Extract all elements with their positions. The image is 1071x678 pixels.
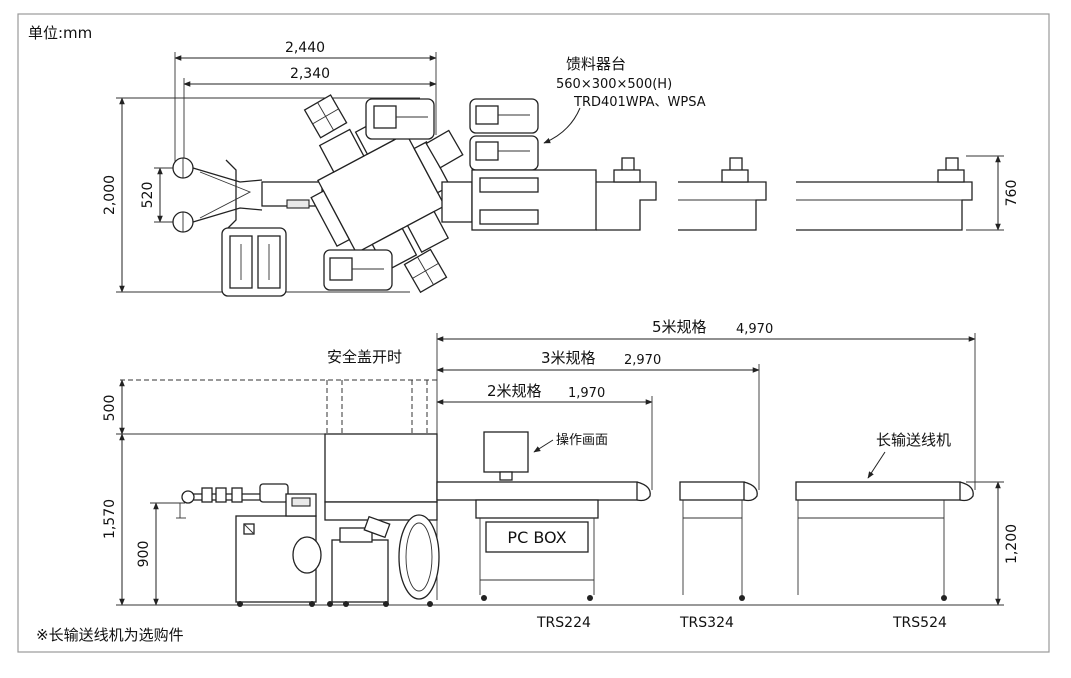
- feeder-stand-size: 560×300×500(H): [556, 77, 672, 92]
- spec-2m-label: 2米规格: [487, 382, 542, 400]
- unit-label: 单位:mm: [28, 24, 92, 42]
- feeder-stand-models: TRD401WPA、WPSA: [573, 95, 706, 110]
- dim-900-label: 900: [136, 541, 152, 568]
- cover-open-label: 安全盖开时: [327, 348, 402, 366]
- dim-2440-label: 2,440: [285, 40, 325, 56]
- side-view: [116, 333, 1004, 607]
- operation-screen-label: 操作画面: [556, 432, 608, 448]
- dim-520-label: 520: [140, 182, 156, 209]
- spec-3m-label: 3米规格: [541, 349, 596, 367]
- spec-3m-value: 2,970: [624, 353, 661, 368]
- model-trs224: TRS224: [536, 615, 591, 631]
- feeder-stand-title: 馈料器台: [566, 55, 626, 73]
- dim-500-label: 500: [102, 395, 118, 422]
- model-trs324: TRS324: [679, 615, 734, 631]
- spec-5m-value: 4,970: [736, 322, 773, 337]
- footnote: ※长输送线机为选购件: [36, 626, 184, 644]
- spec-2m-value: 1,970: [568, 386, 605, 401]
- spec-5m-label: 5米规格: [652, 318, 707, 336]
- dim-1200-label: 1,200: [1004, 524, 1020, 564]
- dim-760-label: 760: [1004, 180, 1020, 207]
- dim-1570-label: 1,570: [102, 499, 118, 539]
- pc-box-label: PC BOX: [507, 528, 566, 547]
- dim-2340-label: 2,340: [290, 66, 330, 82]
- dim-2000-label: 2,000: [102, 175, 118, 215]
- model-trs524: TRS524: [892, 615, 947, 631]
- top-view: [116, 52, 1004, 297]
- long-conveyor-label: 长输送线机: [876, 431, 951, 449]
